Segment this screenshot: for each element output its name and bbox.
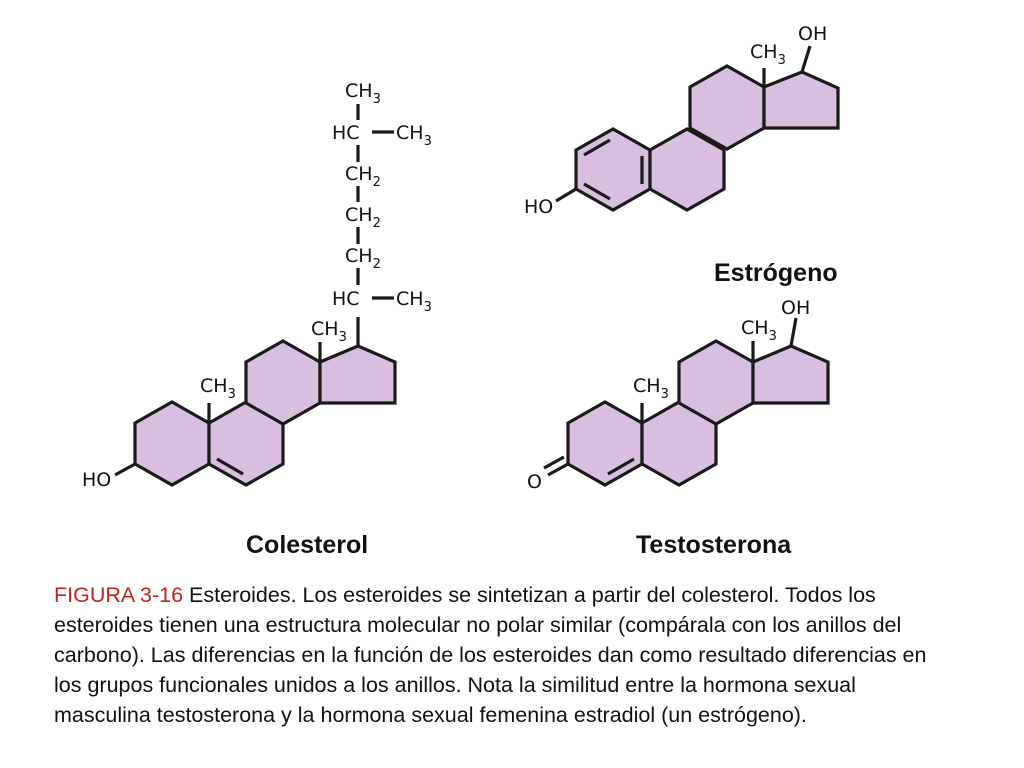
cholesterol-ring-d	[318, 344, 397, 405]
figure-caption: FIGURA 3-16 Esteroides. Los esteroides s…	[54, 580, 944, 730]
testosterone-carbonyl-bond-1	[547, 462, 569, 477]
cholesterol-ring-a	[133, 400, 211, 487]
testosterone-ring-d	[751, 344, 830, 405]
testosterone-double-bond	[607, 457, 635, 476]
testosterone-name: Testosterona	[636, 531, 792, 559]
estrogen-name: Estrógeno	[714, 259, 838, 287]
chain-ch3-side-1: CH3	[396, 122, 432, 149]
estrogen-ring-d	[762, 70, 840, 130]
chain-hc-1: HC	[332, 122, 360, 144]
estrogen-ho-label: HO	[524, 196, 553, 218]
estrogen-oh-label: OH	[798, 23, 827, 45]
estrogen-ring-b	[648, 127, 726, 212]
chain-ch2-2: CH2	[345, 204, 381, 231]
chain-ch2-1: CH2	[345, 163, 381, 190]
chain-ch2-3: CH2	[345, 245, 381, 272]
cholesterol-ho-bond	[114, 462, 136, 477]
testosterone-ch3-label-1: CH3	[633, 375, 669, 402]
testosterone-ch3-label-2: CH3	[741, 317, 777, 344]
chain-ch3-side-2: CH3	[396, 288, 432, 315]
chain-hc-2: HC	[332, 288, 360, 310]
figure-caption-text: Esteroides. Los esteroides se sintetizan…	[54, 583, 927, 727]
cholesterol-structure: CH3 HC CH3 CH2 CH2 CH2 HC CH3 CH3 CH3 HO…	[82, 80, 432, 559]
chain-ch3-top: CH3	[345, 80, 381, 107]
estrogen-ho-bond	[555, 187, 577, 203]
estrogen-ch3-label: CH3	[750, 41, 786, 68]
cholesterol-ho-label: HO	[82, 469, 111, 491]
steroid-structures-diagram: HO CH3 OH Estrógeno CH3 HC CH3 CH2 CH2 C…	[82, 23, 840, 559]
testosterone-oh-label: OH	[781, 297, 810, 319]
figure-label: FIGURA 3-16	[54, 583, 184, 607]
testosterone-o-label: O	[527, 471, 542, 493]
estrogen-oh-bond	[800, 45, 812, 73]
estrogen-structure: HO CH3 OH Estrógeno	[524, 23, 840, 287]
cholesterol-double-bond	[216, 457, 244, 476]
testosterone-oh-bond	[789, 317, 798, 347]
testosterone-carbonyl-bond-2	[543, 455, 565, 470]
cholesterol-name: Colesterol	[246, 531, 368, 559]
estrogen-ring-a	[574, 127, 652, 212]
testosterone-structure: O CH3 CH3 OH Testosterona	[527, 297, 830, 559]
testosterone-ring-a	[566, 400, 644, 487]
cholesterol-ch3-label-2: CH3	[311, 318, 347, 345]
cholesterol-ch3-label-1: CH3	[200, 375, 236, 402]
estrogen-aromatic-bond-2	[583, 182, 611, 201]
estrogen-aromatic-bond-1	[583, 138, 611, 157]
